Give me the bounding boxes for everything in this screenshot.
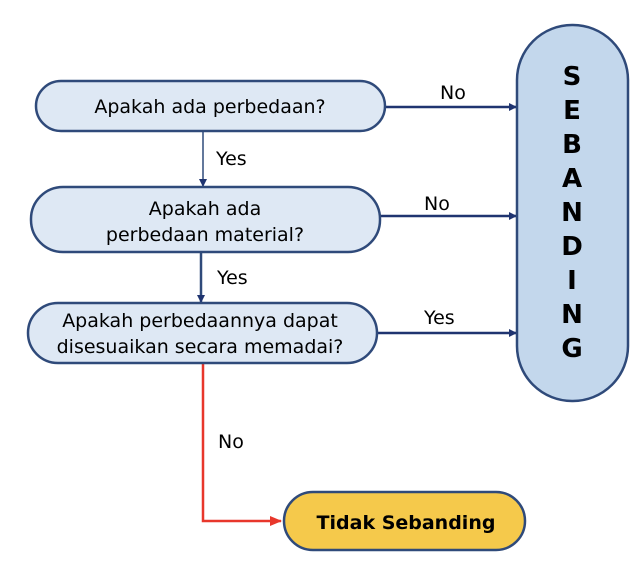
question-3-line1: Apakah perbedaannya dapat	[62, 310, 338, 332]
question-node-1: Apakah ada perbedaan?	[34, 79, 387, 133]
sebanding-letter: N	[561, 300, 583, 330]
question-node-3: Apakah perbedaannya dapat disesuaikan se…	[26, 301, 379, 365]
question-3-line2: disesuaikan secara memadai?	[57, 336, 344, 358]
sebanding-letter: D	[561, 232, 583, 262]
label-q2-yes: Yes	[216, 267, 248, 289]
label-q1-no: No	[440, 82, 466, 104]
sebanding-letter: N	[561, 198, 583, 228]
sebanding-letter: E	[563, 96, 581, 126]
label-q3-no: No	[218, 431, 244, 453]
sebanding-letter: S	[563, 62, 582, 92]
sebanding-letter: G	[561, 334, 582, 364]
sebanding-letter: B	[562, 130, 582, 160]
label-q3-yes: Yes	[423, 307, 455, 329]
label-q2-no: No	[424, 193, 450, 215]
question-node-2: Apakah ada perbedaan material?	[29, 185, 382, 254]
question-1-text: Apakah ada perbedaan?	[94, 96, 325, 118]
edge-q3-tidak	[201, 363, 282, 526]
label-q1-yes: Yes	[215, 148, 247, 170]
sebanding-letter: I	[567, 266, 577, 296]
question-2-line2: perbedaan material?	[106, 224, 304, 246]
sebanding-letter: A	[562, 164, 582, 194]
question-2-line1: Apakah ada	[149, 198, 261, 220]
tidak-sebanding-node: Tidak Sebanding	[282, 490, 527, 552]
tidak-sebanding-text: Tidak Sebanding	[317, 512, 496, 534]
